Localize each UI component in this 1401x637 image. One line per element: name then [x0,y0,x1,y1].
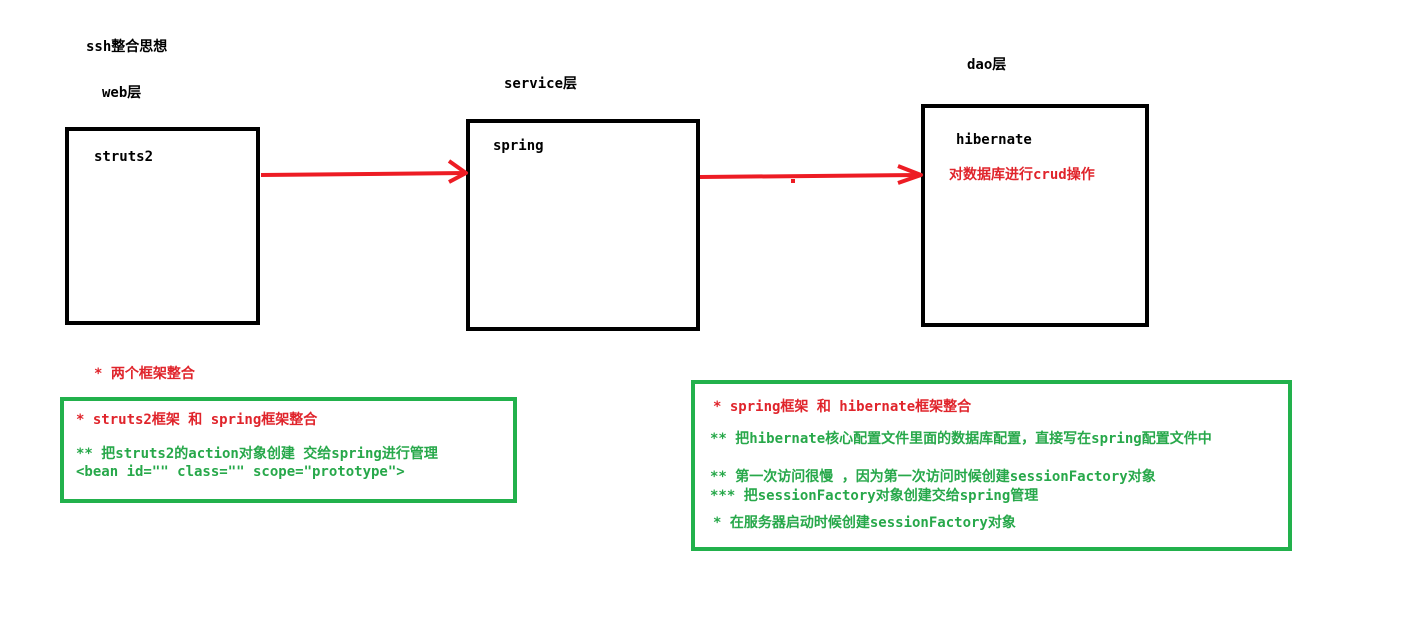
arrow-service-to-dao [699,164,923,185]
spring-hibernate-note-line3: *** 把sessionFactory对象创建交给spring管理 [710,488,1039,504]
dao-layer-label: dao层 [967,57,1007,73]
struts2-spring-note-title: * struts2框架 和 spring框架整合 [76,412,318,428]
spring-hibernate-note-line1: ** 把hibernate核心配置文件里面的数据库配置，直接写在spring配置… [710,431,1212,447]
diagram-title: ssh整合思想 [86,39,168,55]
spring-label: spring [493,138,544,154]
service-layer-label: service层 [504,76,578,92]
crud-description: 对数据库进行crud操作 [949,167,1095,183]
notes-heading: * 两个框架整合 [94,366,195,382]
spring-hibernate-note-box: * spring框架 和 hibernate框架整合 ** 把hibernate… [691,380,1292,551]
spring-hibernate-note-line4: * 在服务器启动时候创建sessionFactory对象 [713,515,1016,531]
web-layer-box: struts2 [65,127,260,325]
struts2-label: struts2 [94,149,154,165]
hibernate-label: hibernate [956,132,1032,148]
spring-hibernate-note-title: * spring框架 和 hibernate框架整合 [713,399,972,415]
web-layer-label: web层 [102,85,142,101]
struts2-spring-note-box: * struts2框架 和 spring框架整合 ** 把struts2的act… [60,397,517,503]
service-layer-box: spring [466,119,700,331]
arrow-web-to-service [260,159,468,184]
spring-hibernate-note-line2: ** 第一次访问很慢 ，因为第一次访问时候创建sessionFactory对象 [710,469,1156,485]
struts2-spring-note-line2: <bean id="" class="" scope="prototype"> [76,464,405,480]
dao-layer-box: hibernate 对数据库进行crud操作 [921,104,1149,327]
struts2-spring-note-line1: ** 把struts2的action对象创建 交给spring进行管理 [76,446,438,462]
arrow-dot [791,179,795,183]
